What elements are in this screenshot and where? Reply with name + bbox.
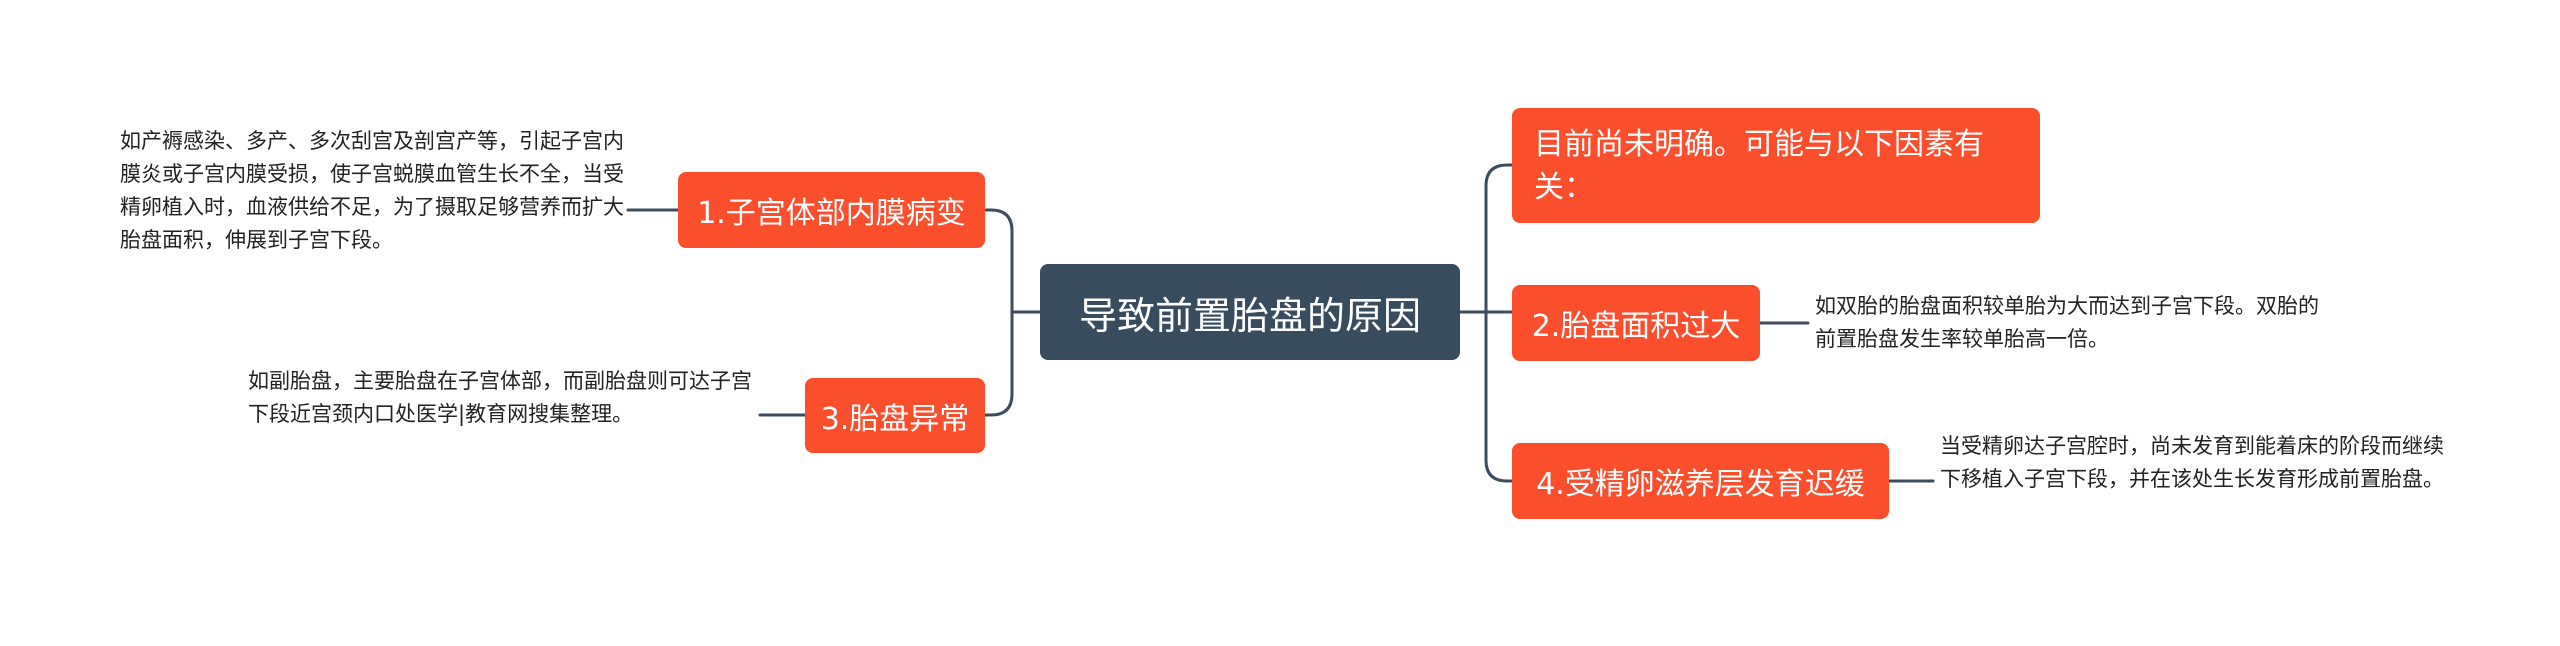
topic-placenta-area-label: 2.胎盘面积过大 bbox=[1531, 309, 1741, 344]
central-topic-label: 导致前置胎盘的原因 bbox=[1078, 293, 1421, 338]
topic-trophoblast-delay[interactable]: 4.受精卵滋养层发育迟缓 bbox=[1512, 443, 1889, 519]
topic-placenta-area[interactable]: 2.胎盘面积过大 bbox=[1512, 285, 1760, 361]
note-trophoblast-delay: 当受精卵达子宫腔时，尚未发育到能着床的阶段而继续下移植入子宫下段，并在该处生长发… bbox=[1940, 434, 2444, 491]
topic-placenta-abnormal[interactable]: 3.胎盘异常 bbox=[805, 378, 985, 453]
topic-endometrial-lesion[interactable]: 1.子宫体部内膜病变 bbox=[678, 172, 985, 248]
link-left-topic-3 bbox=[983, 310, 1014, 417]
note-placenta-abnormal: 如副胎盘，主要胎盘在子宫体部，而副胎盘则可达子宫下段近宫颈内口处医学|教育网搜集… bbox=[248, 369, 752, 426]
topic-unknown-cause[interactable]: 目前尚未明确。可能与以下因素有关： bbox=[1512, 108, 2040, 223]
note-endometrial-lesion: 如产褥感染、多产、多次刮宫及剖宫产等，引起子宫内膜炎或子宫内膜受损，使子宫蜕膜血… bbox=[120, 129, 624, 252]
link-right-topic-4 bbox=[1484, 310, 1514, 483]
topic-unknown-cause-label: 目前尚未明确。可能与以下因素有关： bbox=[1534, 126, 1984, 205]
link-left-topic-1 bbox=[983, 208, 1014, 314]
note-placenta-area: 如双胎的胎盘面积较单胎为大而达到子宫下段。双胎的前置胎盘发生率较单胎高一倍。 bbox=[1815, 294, 2319, 351]
topic-trophoblast-delay-label: 4.受精卵滋养层发育迟缓 bbox=[1536, 467, 1865, 502]
topic-endometrial-lesion-label: 1.子宫体部内膜病变 bbox=[697, 196, 966, 231]
central-topic[interactable]: 导致前置胎盘的原因 bbox=[1040, 264, 1460, 360]
link-right-topic-0 bbox=[1484, 163, 1514, 314]
topic-placenta-abnormal-label: 3.胎盘异常 bbox=[820, 401, 970, 437]
